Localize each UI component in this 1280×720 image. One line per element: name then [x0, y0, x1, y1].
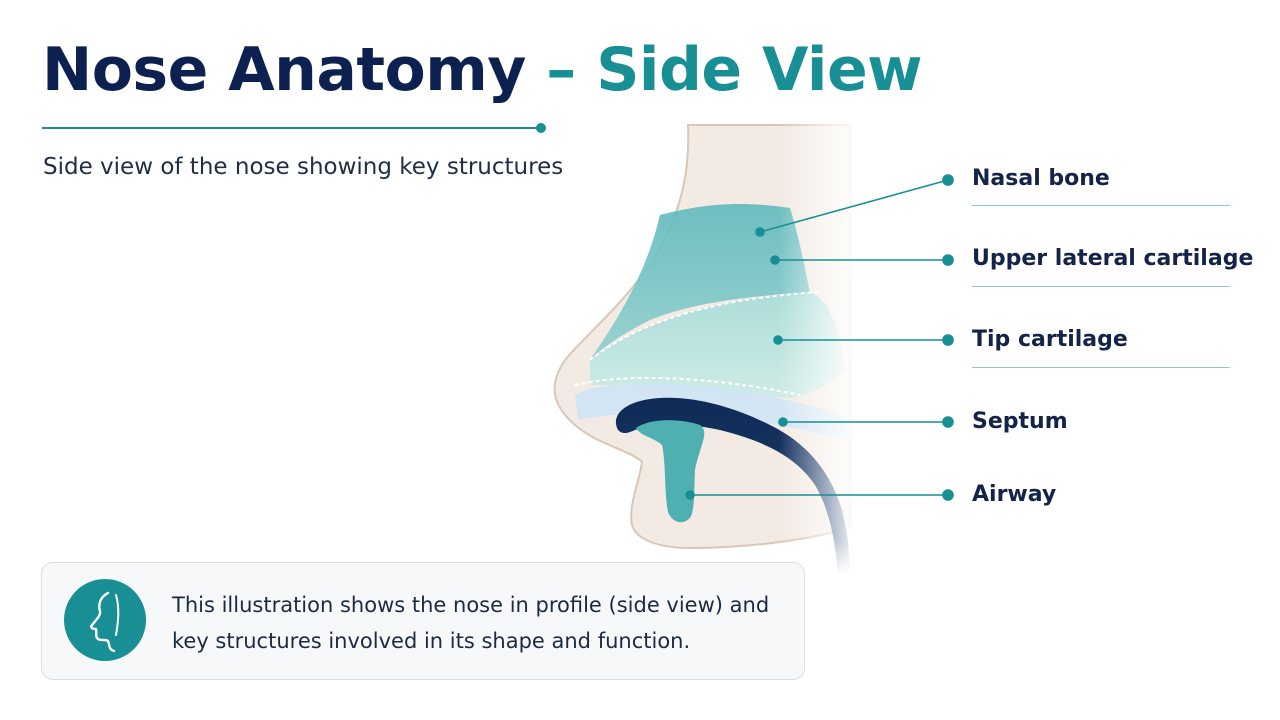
- title-dash: –: [546, 35, 576, 105]
- leader-septum-start: [778, 417, 788, 427]
- label-rule-nasal-bone: [972, 205, 1230, 206]
- leader-tip-cartilage-end: [942, 334, 954, 346]
- leader-nasal-bone-end: [942, 174, 954, 186]
- title-accent: Side View: [596, 35, 923, 105]
- septum-border: [574, 376, 801, 396]
- label-tip-cartilage: Tip cartilage: [972, 327, 1128, 352]
- label-rule-upper-lateral-cartilage: [972, 286, 1230, 287]
- leader-upper-lateral-start: [770, 255, 780, 265]
- page-title: Nose Anatomy – Side View: [42, 34, 923, 106]
- leader-upper-lateral-end: [942, 254, 954, 266]
- label-rule-tip-cartilage: [972, 367, 1230, 368]
- face-profile-icon: [64, 579, 146, 661]
- leader-lines: [685, 174, 954, 501]
- leader-nasal-bone: [759, 179, 949, 233]
- leader-nasal-bone-start: [755, 227, 765, 237]
- label-septum: Septum: [972, 409, 1068, 434]
- leader-septum-end: [942, 416, 954, 428]
- leader-tip-cartilage-start: [773, 335, 783, 345]
- subtitle: Side view of the nose showing key struct…: [43, 154, 564, 180]
- label-nasal-bone: Nasal bone: [972, 166, 1110, 191]
- leader-airway-end: [942, 489, 954, 501]
- face-profile-icon-glyph: [90, 591, 120, 653]
- label-upper-lateral-cartilage: Upper lateral cartilage: [972, 246, 1254, 271]
- info-card: This illustration shows the nose in prof…: [41, 562, 805, 680]
- illustration-fade: [680, 120, 860, 590]
- title-underline: [42, 127, 540, 129]
- title-main: Nose Anatomy: [42, 35, 526, 105]
- label-airway: Airway: [972, 482, 1057, 507]
- leader-airway-start: [685, 490, 695, 500]
- info-text: This illustration shows the nose in prof…: [172, 593, 770, 653]
- title-underline-dot: [536, 123, 546, 133]
